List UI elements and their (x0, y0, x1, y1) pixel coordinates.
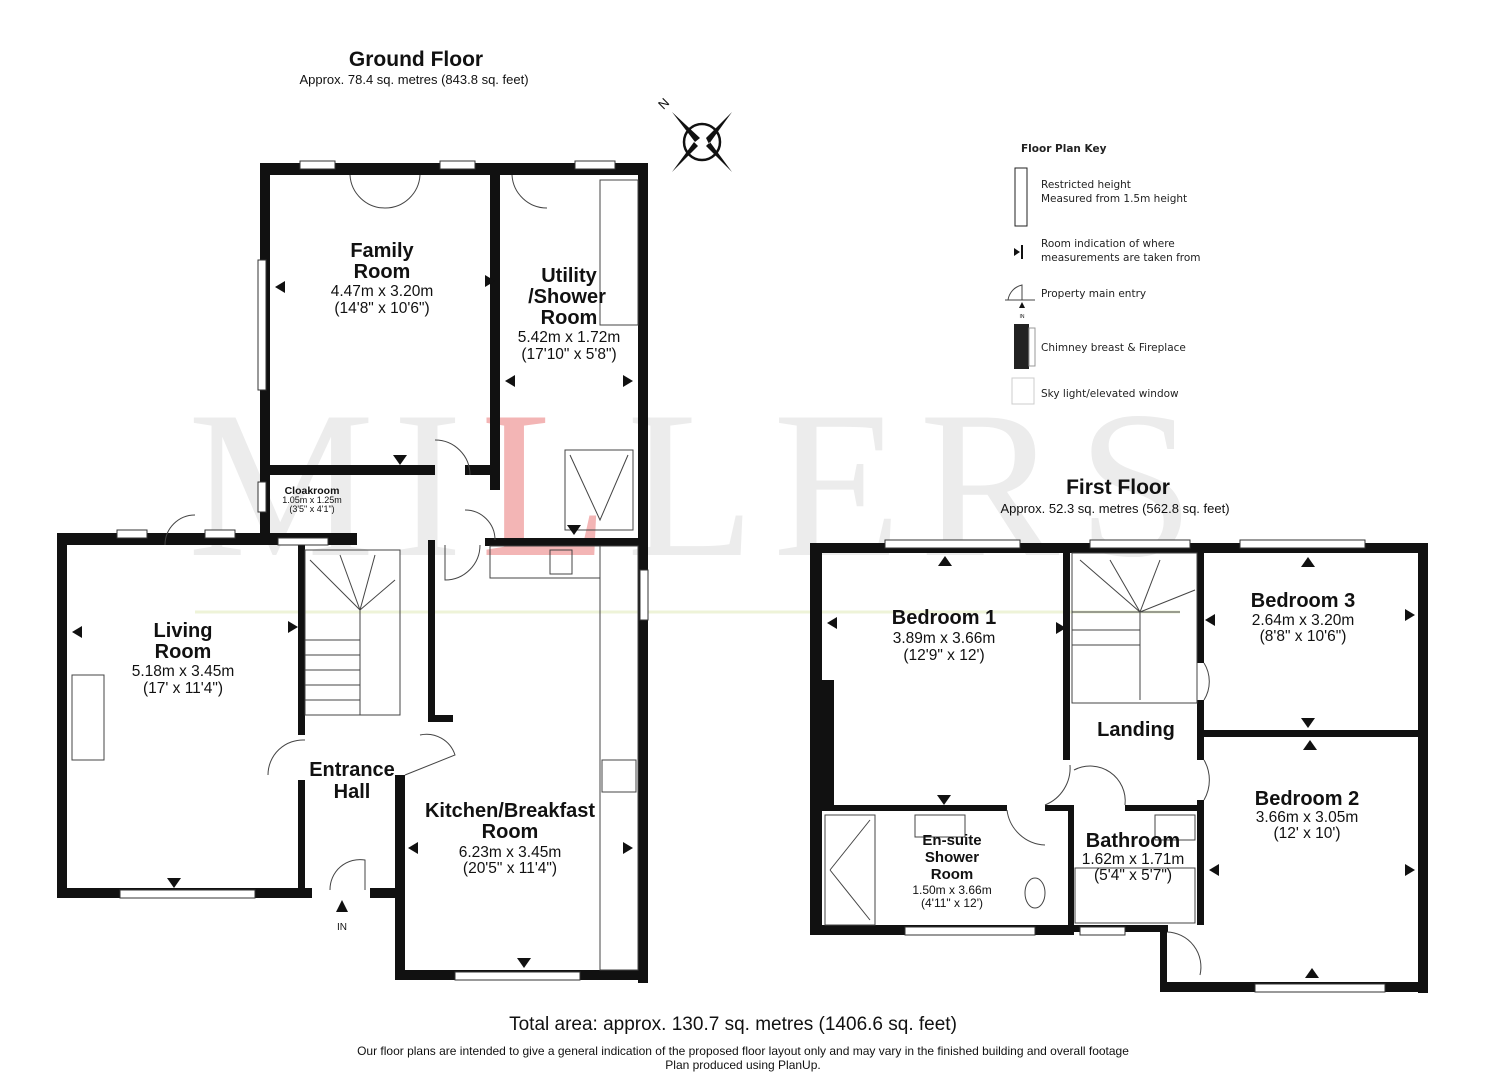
room-bedroom-1: Bedroom 1 3.89m x 3.66m (12'9" x 12') (892, 607, 996, 664)
key-title: Floor Plan Key (1021, 143, 1107, 155)
svg-text:1.05m x 1.25m: 1.05m x 1.25m (282, 495, 342, 505)
ground-floor-area: Approx. 78.4 sq. metres (843.8 sq. feet) (299, 72, 528, 87)
svg-text:Room: Room (482, 821, 539, 843)
main-entry-icon (336, 900, 348, 912)
svg-text:Bedroom 2: Bedroom 2 (1255, 788, 1359, 810)
room-bathroom: Bathroom 1.62m x 1.71m (5'4" x 5'7") (1082, 830, 1185, 884)
svg-text:Room: Room (541, 307, 598, 329)
svg-text:(17' x 11'4"): (17' x 11'4") (143, 680, 223, 697)
svg-text:Bedroom 3: Bedroom 3 (1251, 590, 1355, 612)
svg-text:Landing: Landing (1097, 719, 1175, 741)
svg-text:Bathroom: Bathroom (1086, 830, 1180, 852)
svg-text:5.42m x 1.72m: 5.42m x 1.72m (518, 329, 621, 346)
svg-text:En-suite: En-suite (922, 832, 981, 849)
svg-text:(8'8" x 10'6"): (8'8" x 10'6") (1260, 628, 1347, 645)
svg-text:Kitchen/Breakfast: Kitchen/Breakfast (425, 800, 595, 822)
svg-text:Bedroom 1: Bedroom 1 (892, 607, 996, 629)
room-entrance-hall: Entrance Hall (309, 759, 395, 803)
svg-text:(12' x 10'): (12' x 10') (1273, 825, 1340, 842)
room-en-suite: En-suite Shower Room 1.50m x 3.66m (4'11… (912, 832, 991, 910)
svg-text:3.66m x 3.05m: 3.66m x 3.05m (1256, 809, 1359, 826)
svg-text:/Shower: /Shower (528, 286, 606, 308)
svg-text:Property main entry: Property main entry (1041, 288, 1146, 300)
total-area: Total area: approx. 130.7 sq. metres (14… (509, 1014, 957, 1035)
measurement-markers (72, 275, 1415, 978)
svg-text:1.62m x 1.71m: 1.62m x 1.71m (1082, 851, 1185, 868)
measurement-marker-icon (1014, 245, 1023, 259)
svg-text:4.47m x 3.20m: 4.47m x 3.20m (331, 283, 434, 300)
room-family-room: Family Room 4.47m x 3.20m (14'8" x 10'6"… (331, 240, 434, 317)
disclaimer: Our floor plans are intended to give a g… (357, 1044, 1129, 1058)
svg-text:(17'10" x 5'8"): (17'10" x 5'8") (521, 346, 616, 363)
watermark: MILLERS (188, 369, 1212, 601)
svg-text:Room: Room (931, 866, 974, 883)
room-utility-shower-room: Utility /Shower Room 5.42m x 1.72m (17'1… (518, 265, 621, 363)
room-bedroom-2: Bedroom 2 3.66m x 3.05m (12' x 10') (1255, 788, 1359, 842)
svg-text:2.64m x 3.20m: 2.64m x 3.20m (1252, 612, 1355, 629)
first-floor-title: First Floor (1066, 476, 1170, 499)
ground-floor-title: Ground Floor (349, 48, 483, 71)
compass-icon: N (655, 95, 732, 172)
svg-text:Room: Room (155, 641, 212, 663)
room-kitchen-breakfast: Kitchen/Breakfast Room 6.23m x 3.45m (20… (425, 800, 595, 877)
restricted-height-icon (1014, 167, 1028, 227)
svg-text:Room: Room (354, 261, 411, 283)
room-cloakroom: Cloakroom 1.05m x 1.25m (3'5" x 4'1") (282, 485, 342, 514)
svg-text:Utility: Utility (541, 265, 597, 287)
svg-text:(5'4" x 5'7"): (5'4" x 5'7") (1094, 867, 1172, 884)
svg-text:Hall: Hall (334, 781, 371, 803)
svg-text:Measured from 1.5m height: Measured from 1.5m height (1041, 193, 1187, 205)
svg-text:(12'9" x 12'): (12'9" x 12') (903, 647, 984, 664)
main-entry-icon: IN (1005, 284, 1035, 320)
svg-text:(3'5" x 4'1"): (3'5" x 4'1") (289, 504, 334, 514)
svg-text:Cloakroom: Cloakroom (285, 485, 340, 497)
svg-text:3.89m x 3.66m: 3.89m x 3.66m (893, 630, 996, 647)
skylight-icon (1011, 377, 1035, 405)
svg-text:measurements are taken from: measurements are taken from (1041, 252, 1201, 264)
svg-text:Entrance: Entrance (309, 759, 395, 781)
floor-plan-key: Floor Plan Key Restricted height Measure… (1005, 143, 1201, 405)
svg-text:(14'8" x 10'6"): (14'8" x 10'6") (334, 300, 429, 317)
svg-text:N: N (655, 95, 672, 112)
svg-text:Shower: Shower (925, 849, 979, 866)
svg-text:Living: Living (154, 620, 213, 642)
svg-text:(20'5" x 11'4"): (20'5" x 11'4") (463, 860, 557, 877)
svg-text:5.18m x 3.45m: 5.18m x 3.45m (132, 663, 235, 680)
svg-text:(4'11" x 12'): (4'11" x 12') (921, 896, 983, 910)
room-bedroom-3: Bedroom 3 2.64m x 3.20m (8'8" x 10'6") (1251, 590, 1355, 645)
ground-floor-walls (57, 160, 649, 983)
svg-text:Chimney breast & Fireplace: Chimney breast & Fireplace (1041, 342, 1186, 354)
svg-text:1.50m x 3.66m: 1.50m x 3.66m (912, 883, 991, 897)
first-floor-walls (810, 539, 1428, 993)
svg-text:Restricted height: Restricted height (1041, 179, 1131, 191)
svg-text:Sky light/elevated window: Sky light/elevated window (1041, 388, 1179, 400)
svg-text:IN: IN (1020, 314, 1025, 320)
entry-label: IN (337, 922, 347, 933)
room-living-room: Living Room 5.18m x 3.45m (17' x 11'4") (132, 620, 235, 697)
room-landing: Landing (1097, 719, 1175, 741)
chimney-icon (1014, 324, 1036, 369)
first-floor-area: Approx. 52.3 sq. metres (562.8 sq. feet) (1000, 501, 1229, 516)
svg-text:Family: Family (350, 240, 414, 262)
svg-text:Room indication of where: Room indication of where (1041, 238, 1175, 250)
svg-text:6.23m x 3.45m: 6.23m x 3.45m (459, 844, 562, 861)
planup-credit: Plan produced using PlanUp. (665, 1058, 820, 1072)
